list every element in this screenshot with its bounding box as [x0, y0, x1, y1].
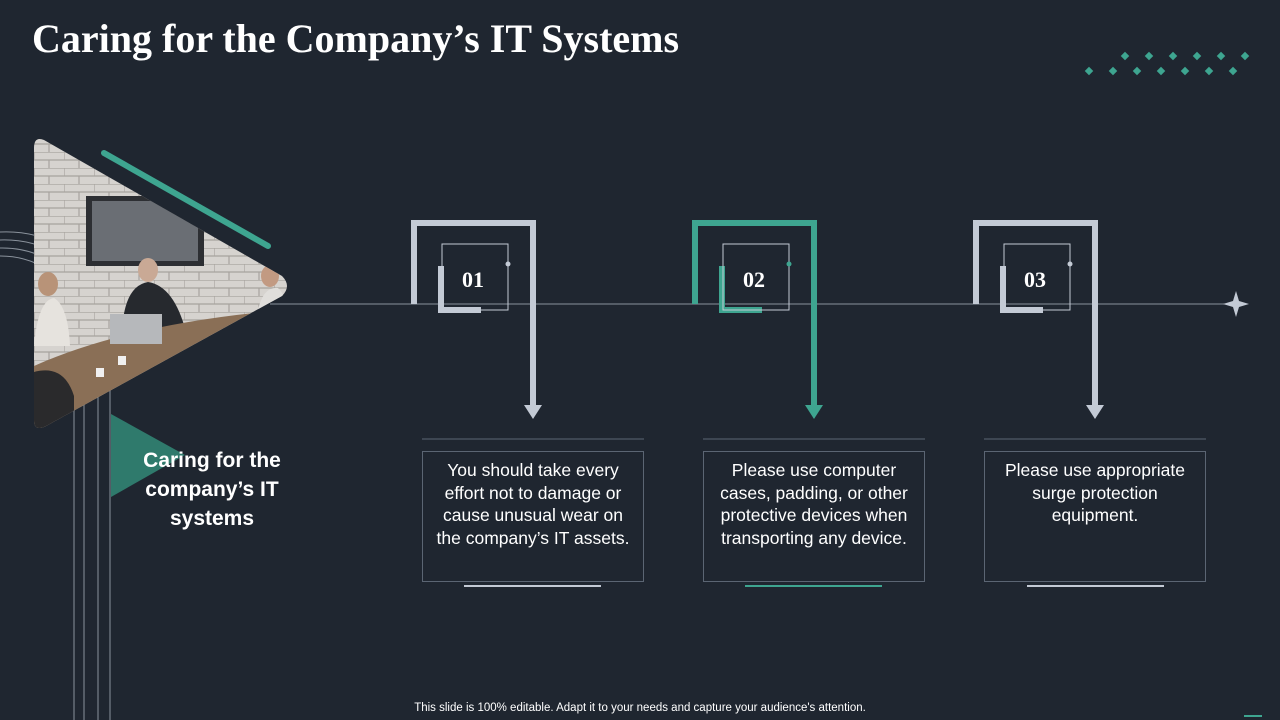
dot-pattern-decoration	[1084, 51, 1250, 76]
step-card-01: You should take every effort not to dama…	[422, 451, 644, 582]
step-card-text: Please use appropriate surge protection …	[1005, 460, 1185, 525]
step-card-02: Please use computer cases, padding, or o…	[703, 451, 925, 582]
green-chevron-decoration	[111, 414, 185, 497]
arrow-down-icon	[1086, 405, 1104, 419]
step-card-text: Please use computer cases, padding, or o…	[720, 460, 908, 548]
step-card-text: You should take every effort not to dama…	[436, 460, 630, 548]
side-label: Caring for the company’s IT systems	[143, 449, 281, 530]
slide-title: Caring for the Company’s IT Systems	[32, 16, 680, 61]
step-number-03: 03	[1024, 267, 1046, 292]
arrow-down-icon	[805, 405, 823, 419]
step-card-03: Please use appropriate surge protection …	[984, 451, 1206, 582]
four-point-star-icon	[1223, 291, 1249, 317]
footer-note: This slide is 100% editable. Adapt it to…	[414, 702, 866, 714]
step-number-02: 02	[743, 267, 765, 292]
step-number-01: 01	[462, 267, 484, 292]
arrow-down-icon	[524, 405, 542, 419]
